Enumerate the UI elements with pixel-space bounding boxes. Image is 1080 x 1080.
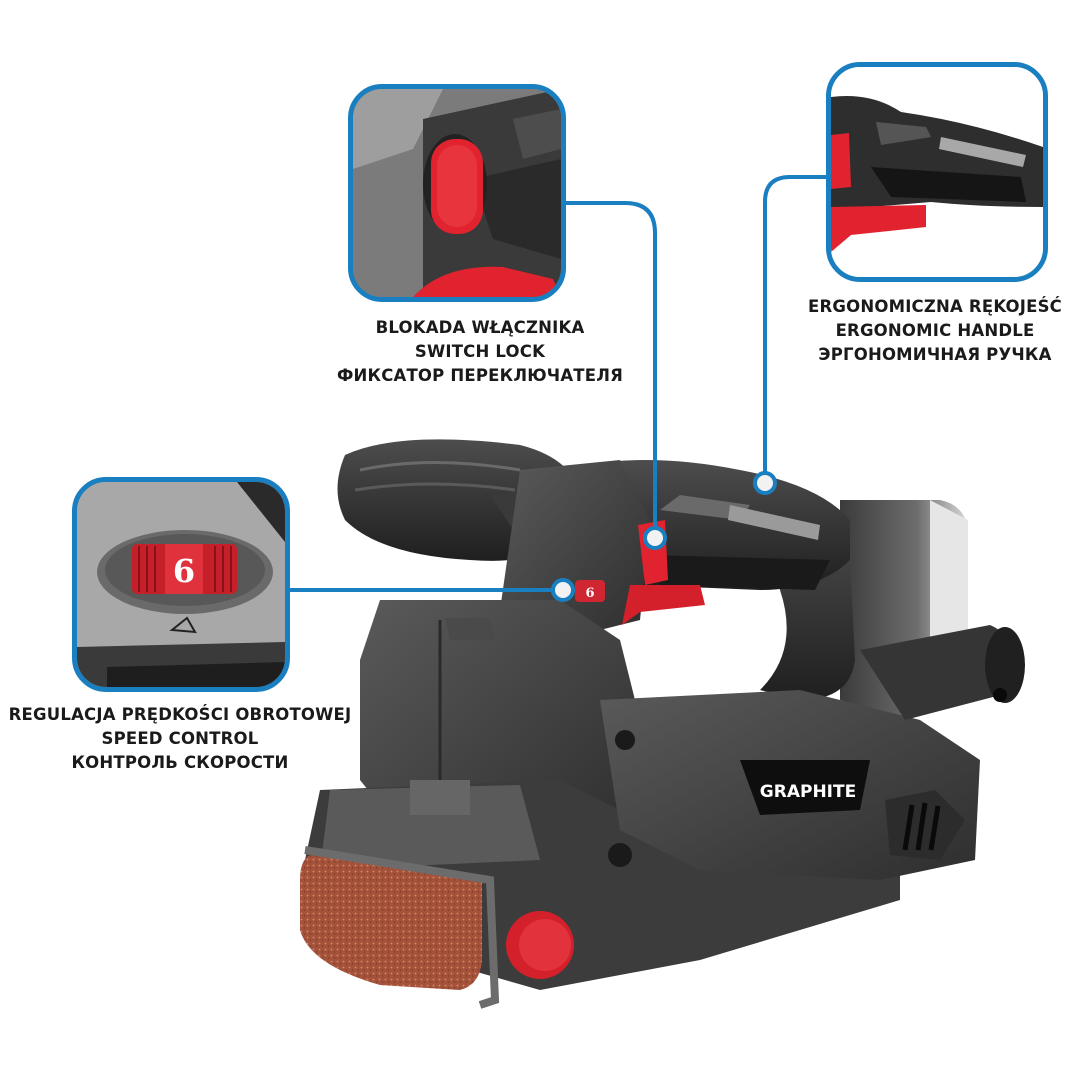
svg-text:6: 6 xyxy=(173,552,195,590)
handle-closeup xyxy=(826,62,1048,282)
switch-lock-closeup xyxy=(348,84,566,302)
speed-dial-closeup: 6 xyxy=(72,477,290,692)
switch-lock-dot xyxy=(643,526,667,550)
caption-line-ru: ЭРГОНОМИЧНАЯ РУЧКА xyxy=(818,345,1052,364)
speed-dial-icon: 6 xyxy=(77,482,285,687)
caption-line-en: SWITCH LOCK xyxy=(414,342,546,361)
speed-dot xyxy=(551,578,575,602)
switch-lock-caption: BLOKADA WŁĄCZNIKA SWITCH LOCK ФИКСАТОР П… xyxy=(330,316,630,388)
ergonomic-handle-caption: ERGONOMICZNA RĘKOJEŚĆ ERGONOMIC HANDLE Э… xyxy=(790,295,1080,367)
caption-line-en: ERGONOMIC HANDLE xyxy=(835,321,1035,340)
handle-icon xyxy=(831,67,1043,277)
svg-text:GRAPHITE: GRAPHITE xyxy=(760,782,856,802)
caption-line-pl: REGULACJA PRĘDKOŚCI OBROTOWEJ xyxy=(8,705,352,724)
caption-line-en: SPEED CONTROL xyxy=(101,729,259,748)
caption-line-pl: BLOKADA WŁĄCZNIKA xyxy=(375,318,585,337)
speed-control-caption: REGULACJA PRĘDKOŚCI OBROTOWEJ SPEED CONT… xyxy=(0,703,360,775)
switch-lock-connector xyxy=(566,201,657,530)
handle-dot xyxy=(753,471,777,495)
svg-text:6: 6 xyxy=(585,586,594,601)
caption-line-ru: КОНТРОЛЬ СКОРОСТИ xyxy=(71,753,289,772)
caption-line-pl: ERGONOMICZNA RĘKOJEŚĆ xyxy=(808,297,1062,316)
switch-lock-icon xyxy=(353,89,561,297)
caption-line-ru: ФИКСАТОР ПЕРЕКЛЮЧАТЕЛЯ xyxy=(336,366,624,385)
handle-connector xyxy=(763,175,826,475)
